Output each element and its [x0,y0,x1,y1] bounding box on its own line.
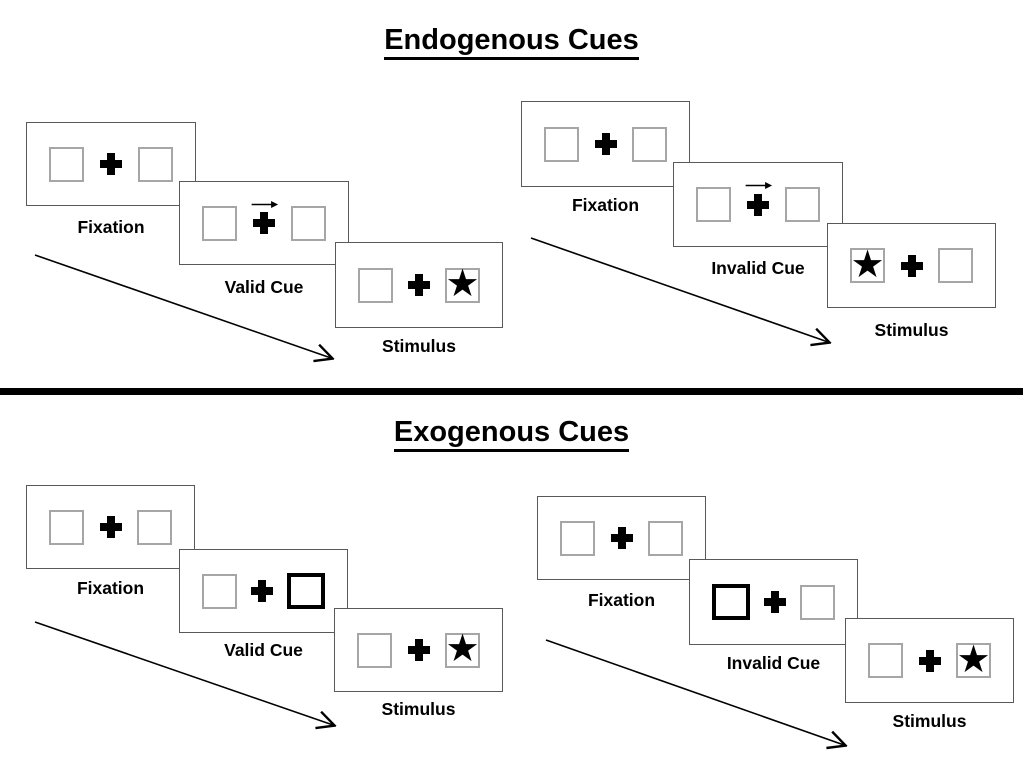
placeholder-box-right [137,509,172,545]
target-box-right: ★ [445,626,480,670]
panel-label: Fixation [587,590,656,610]
placeholder-box-right [938,248,973,283]
fixation-cross-icon [747,193,769,216]
panel-valid-cue [179,549,348,633]
fixation-cross-icon [900,254,923,277]
section-title-text: Exogenous Cues [393,416,630,452]
placeholder-box-right [291,205,326,241]
panel-stimulus: ★ [335,242,503,328]
panel-stimulus: ★ [827,223,996,308]
cued-box-left [712,584,750,620]
fixation-cross-icon [764,591,786,613]
star-icon: ★ [445,626,480,670]
fixation-cross-icon [407,639,430,661]
section-title-text: Endogenous Cues [384,24,639,60]
panel-fixation [537,496,706,580]
timeline-arrow [530,237,836,348]
panel-label: Valid Cue [224,640,303,660]
panel-label: Stimulus [382,336,456,356]
placeholder-box-right [138,146,173,182]
star-icon: ★ [956,636,991,681]
placeholder-box-left [49,146,84,182]
placeholder-box-left [868,643,903,678]
panel-valid-cue [179,181,349,265]
fixation-cross-icon [408,274,430,296]
placeholder-box-left [544,126,579,162]
fixation-cross-icon [251,580,273,602]
panel-invalid-cue [673,162,843,247]
panel-label: Fixation [77,217,145,237]
section-divider [0,388,1023,395]
panel-label: Invalid Cue [726,653,821,673]
section-title-endogenous: Endogenous Cues [0,24,1023,60]
target-box-right: ★ [956,636,991,681]
placeholder-box-left [49,509,84,545]
panel-stimulus: ★ [845,618,1014,703]
panel-fixation [26,485,195,569]
fixation-cross-icon [100,153,122,175]
fixation-cross-icon [99,516,122,538]
panel-label: Fixation [76,578,145,598]
placeholder-box-left [202,205,237,241]
placeholder-box-left [358,267,393,303]
section-title-exogenous: Exogenous Cues [0,416,1023,452]
placeholder-box-left [560,520,595,556]
panel-label: Fixation [571,195,640,215]
cued-box-right [287,573,325,609]
placeholder-box-left [202,573,237,609]
panel-label: Valid Cue [224,277,304,297]
star-icon: ★ [445,261,480,305]
panel-label: Invalid Cue [711,258,805,278]
star-icon: ★ [850,241,885,286]
cue-arrow-icon [251,201,279,208]
panel-invalid-cue [689,559,858,645]
timeline-arrow [545,639,853,752]
fixation-cross-icon [610,527,633,549]
timeline-arrow [34,254,340,365]
panel-label: Stimulus [892,711,967,731]
target-box-left: ★ [850,241,885,286]
panel-label: Stimulus [874,320,949,340]
placeholder-box-left [357,632,392,668]
panel-label: Stimulus [381,699,456,719]
fixation-cross-icon [594,133,617,155]
placeholder-box-right [632,126,667,162]
cue-arrow-icon [745,182,773,189]
fixation-cross-icon [918,649,941,672]
placeholder-box-right [800,584,835,620]
fixation-cross-icon [253,212,275,234]
placeholder-box-right [648,520,683,556]
panel-stimulus: ★ [334,608,503,692]
placeholder-box-left [696,187,731,222]
panel-fixation [26,122,196,206]
placeholder-box-right [785,187,820,222]
target-box-right: ★ [445,261,480,305]
panel-fixation [521,101,690,187]
timeline-arrow [34,621,340,732]
